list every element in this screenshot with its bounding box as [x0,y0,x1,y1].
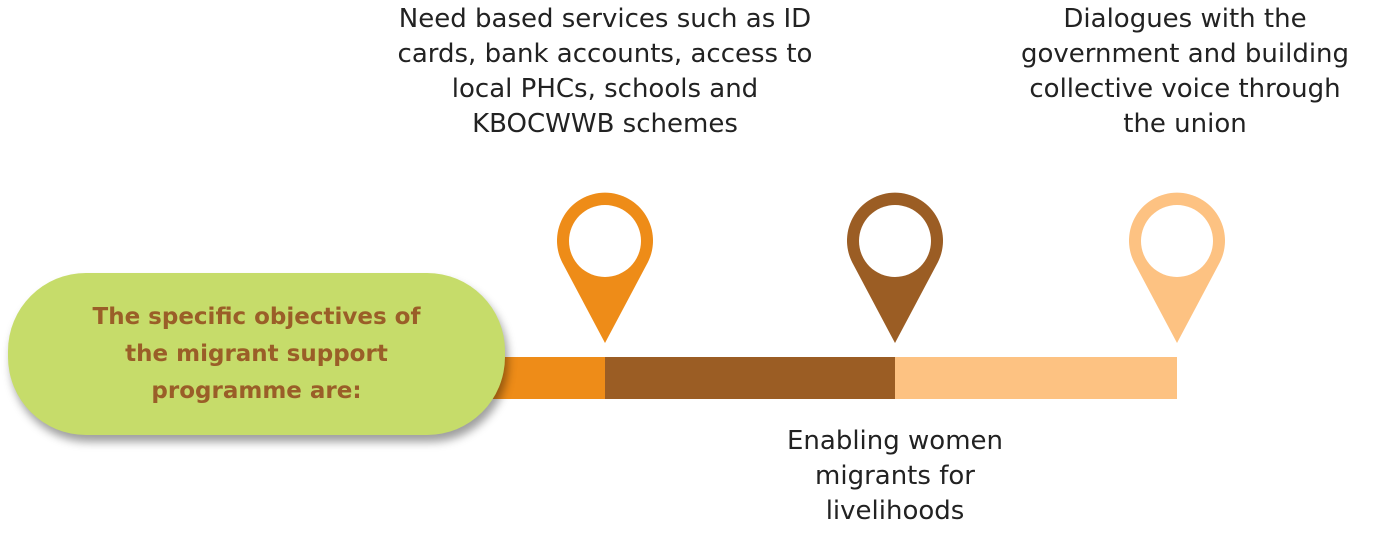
map-pin-hole [1141,205,1213,277]
map-pin-hole [859,205,931,277]
milestone-label-services: Need based services such as ID cards, ba… [397,4,813,139]
objectives-heading: The specific objectives of the migrant s… [92,303,421,404]
timeline-segment-3 [895,357,1177,399]
milestone-label-livelihoods: Enabling women migrants for livelihoods [786,426,1003,526]
timeline-segment-2 [605,357,895,399]
milestone-label-dialogues: Dialogues with the government and buildi… [1020,4,1350,139]
map-pin-hole [569,205,641,277]
objectives-box: The specific objectives of the migrant s… [8,273,505,435]
